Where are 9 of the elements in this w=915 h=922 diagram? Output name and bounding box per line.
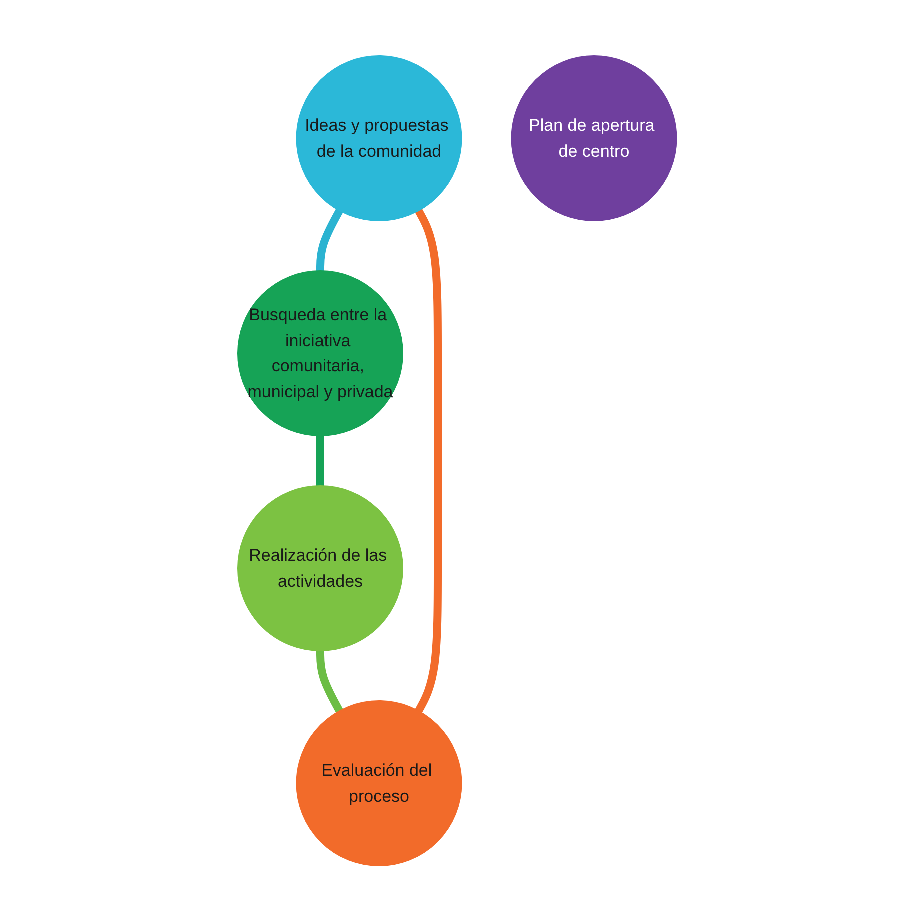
connector: [316, 208, 344, 271]
node-circle: Realización de las actividades: [238, 486, 404, 652]
node-circle: Plan de apertura de centro: [511, 56, 678, 222]
node-circle: Evaluación del proceso: [296, 700, 462, 866]
connector: [316, 436, 325, 486]
connector: [316, 651, 344, 714]
connector: [415, 208, 442, 714]
node-circle: Busqueda entre la iniciativa comunitaria, municipal y privada: [238, 270, 404, 436]
node-circle: Ideas y propuestas de la comunidad: [296, 56, 462, 222]
